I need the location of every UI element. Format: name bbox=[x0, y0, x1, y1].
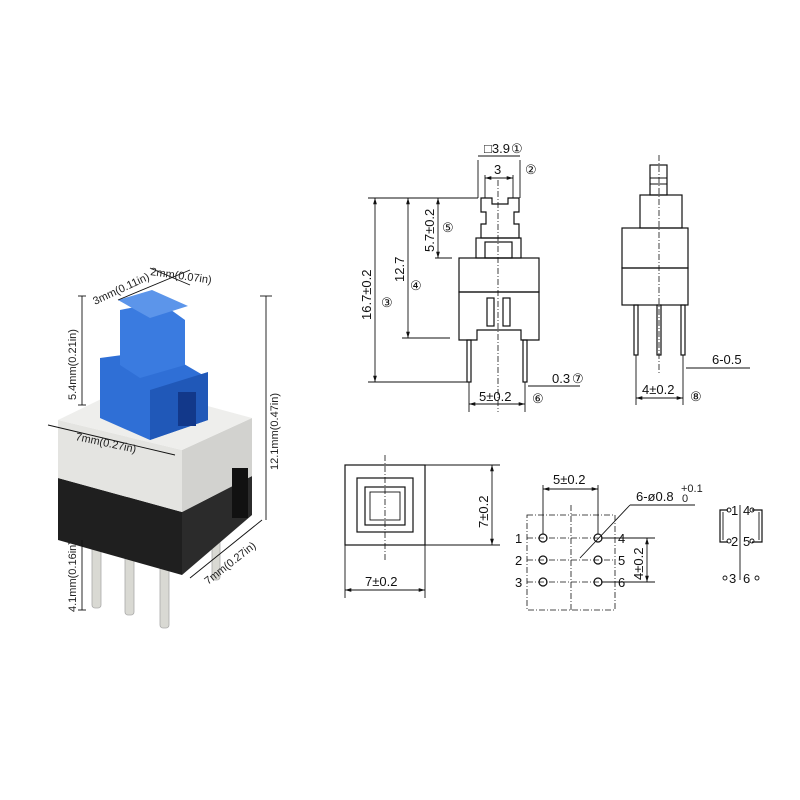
pins bbox=[91, 534, 221, 629]
side-view-drawing: 4±0.2 ⑧ 6-0.5 bbox=[621, 155, 750, 405]
mark-3: ③ bbox=[381, 295, 393, 310]
label-pin-pitch: 5±0.2 bbox=[479, 389, 511, 404]
pin-label: 4 bbox=[618, 531, 625, 546]
switch-cap bbox=[100, 290, 208, 440]
mark-8: ⑧ bbox=[690, 389, 702, 404]
label-cap-inner: 3 bbox=[494, 162, 501, 177]
schematic-pin: 1 bbox=[731, 503, 738, 518]
pin-label: 1 bbox=[515, 531, 522, 546]
label-pin-length: 4.1mm(0.16in) bbox=[67, 541, 79, 612]
label-hole-tol-upper: +0.1 bbox=[681, 483, 703, 495]
mark-6: ⑥ bbox=[532, 391, 544, 406]
schematic-pin: 2 bbox=[731, 534, 738, 549]
label-top-height: 7±0.2 bbox=[476, 496, 491, 528]
label-side-pin-pitch: 4±0.2 bbox=[642, 382, 674, 397]
mark-7: ⑦ bbox=[572, 371, 584, 386]
label-cap-width: 2mm(0.07in) bbox=[150, 266, 213, 286]
front-view-drawing: □3.9 ① ② 3 16.7±0.2 ③ 12.7 ④ 5.7±0.2 ⑤ 5… bbox=[359, 141, 584, 412]
label-top-width: 7±0.2 bbox=[365, 574, 397, 589]
photo-dimension-lines bbox=[47, 267, 272, 611]
footprint-holes bbox=[538, 533, 603, 587]
label-v-pitch: 4±0.2 bbox=[631, 548, 646, 580]
pcb-footprint-drawing: 5±0.2 6-ø0.8 +0.1 0 4±0.2 1 2 3 4 5 6 bbox=[515, 472, 703, 612]
schematic-pin: 6 bbox=[743, 571, 750, 586]
label-cap-height: 5.4mm(0.21in) bbox=[67, 329, 79, 400]
switch-body-side bbox=[182, 418, 252, 512]
top-view-drawing: 7±0.2 7±0.2 bbox=[344, 455, 500, 598]
schematic-pin: 5 bbox=[743, 534, 750, 549]
switch-body bbox=[58, 420, 182, 512]
switch-base bbox=[58, 478, 182, 575]
pin-label: 2 bbox=[515, 553, 522, 568]
pin-label: 3 bbox=[515, 575, 522, 590]
mark-1: ① bbox=[511, 141, 523, 156]
label-pin-thickness: 0.3 bbox=[552, 371, 570, 386]
schematic-pin: 3 bbox=[729, 571, 736, 586]
pin-label: 6 bbox=[618, 575, 625, 590]
label-body-height: 12.7 bbox=[392, 257, 407, 282]
switch-side-slot bbox=[232, 468, 248, 518]
pin-label: 5 bbox=[618, 553, 625, 568]
mark-5: ⑤ bbox=[442, 220, 454, 235]
mark-4: ④ bbox=[410, 278, 422, 293]
label-h-pitch: 5±0.2 bbox=[553, 472, 585, 487]
switch-schematic: 1 4 2 5 3 6 bbox=[719, 503, 763, 586]
switch-photo: 3mm(0.11in) 2mm(0.07in) 5.4mm(0.21in) 7m… bbox=[47, 266, 281, 629]
label-total-height: 12.1mm(0.47in) bbox=[269, 393, 281, 470]
label-hole-spec: 6-ø0.8 bbox=[636, 489, 674, 504]
label-total-height: 16.7±0.2 bbox=[359, 269, 374, 320]
schematic-pin: 4 bbox=[743, 503, 750, 518]
label-cap-square: □3.9 bbox=[484, 141, 510, 156]
mark-2: ② bbox=[525, 162, 537, 177]
label-hole-tol-lower: 0 bbox=[682, 493, 688, 505]
label-cap-travel: 5.7±0.2 bbox=[422, 209, 437, 252]
label-pin-width: 6-0.5 bbox=[712, 352, 742, 367]
